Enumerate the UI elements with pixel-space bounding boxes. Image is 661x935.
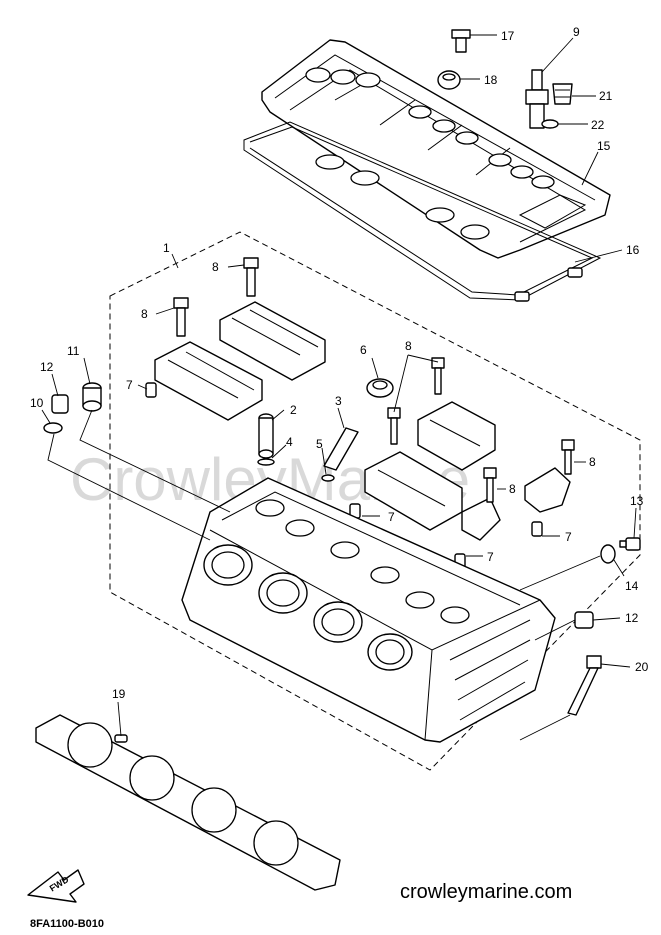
leader-lines [41,34,637,741]
valve-seal [321,474,335,482]
callout-5: 5 [316,437,323,451]
cap-bolt-5 [561,439,575,475]
union-bolt-13 [619,537,641,551]
dowel-pin-4 [531,521,543,537]
valve-guide-intake [258,413,274,459]
callout-11: 11 [67,344,80,358]
cap-bolt-4 [387,407,401,445]
callout-labels: 17 9 18 21 22 15 16 1 8 8 8 6 11 12 10 7… [30,25,649,701]
cap-bolt-1 [243,257,259,297]
spark-plug [525,69,549,129]
cylinder-head-cover [261,39,611,259]
callout-21: 21 [599,89,613,103]
assembly-boundary [109,231,641,771]
website-label: crowleymarine.com [400,881,572,903]
head-bolt-20 [567,655,602,716]
washer-14 [600,544,616,564]
callout-3: 3 [335,394,342,408]
circlip [257,458,275,466]
fwd-arrow-icon: FWD [27,869,85,903]
o-ring [541,119,559,129]
camshaft-cap-upper-right [417,401,496,471]
dowel-12-left [51,394,69,414]
callout-12-a: 12 [40,360,54,374]
callout-8-e: 8 [509,482,516,496]
camshaft-cap-far-right [524,467,571,513]
cap-bolt-6 [483,467,497,503]
callout-15: 15 [597,139,611,153]
cap-bolt-2 [173,297,189,337]
head-gasket [35,714,341,891]
callout-10: 10 [30,396,44,410]
callout-19: 19 [112,687,126,701]
callout-20: 20 [635,660,649,674]
callout-18: 18 [484,73,498,87]
diagram-code: 8FA1100-B010 [30,918,104,930]
camshaft-cap-mid-left [154,341,263,421]
callout-7-a: 7 [126,378,133,392]
callout-22: 22 [591,118,605,132]
cylinder-head-body [181,477,556,743]
callout-16: 16 [626,243,640,257]
callout-7-d: 7 [487,550,494,564]
oil-orifice-11 [82,382,102,412]
plug [552,83,573,105]
camshaft-cap-upper-left [219,301,326,381]
gasket-10 [43,422,63,434]
callout-9: 9 [573,25,580,39]
camshaft-cap-right-single [461,497,501,541]
grommet [437,70,461,90]
dowel-12-right [574,611,594,629]
callout-14: 14 [625,579,639,593]
callout-4: 4 [286,435,293,449]
callout-8-c: 8 [405,339,412,353]
cover-bolt [451,29,471,53]
callout-17: 17 [501,29,515,43]
callout-13: 13 [630,494,644,508]
cap-bolt-3 [431,357,445,395]
head-plug [366,378,394,398]
callout-12-b: 12 [625,611,639,625]
cover-gasket [243,121,602,302]
valve-guide-exhaust [323,427,359,471]
callout-8-b: 8 [141,307,148,321]
callout-1: 1 [163,241,170,255]
callout-2: 2 [290,403,297,417]
callout-7-c: 7 [565,530,572,544]
callout-8-d: 8 [589,455,596,469]
callout-8-a: 8 [212,260,219,274]
callout-7-b: 7 [388,510,395,524]
callout-6: 6 [360,343,367,357]
dowel-pin-1 [145,382,157,398]
